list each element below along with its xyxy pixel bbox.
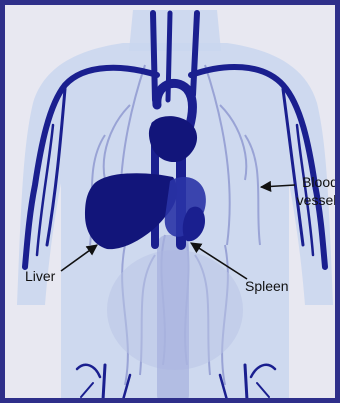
leader-spleen [191,243,247,279]
leader-liver [61,245,97,271]
leader-blood-vessels [261,185,295,187]
leader-lines [5,5,340,403]
